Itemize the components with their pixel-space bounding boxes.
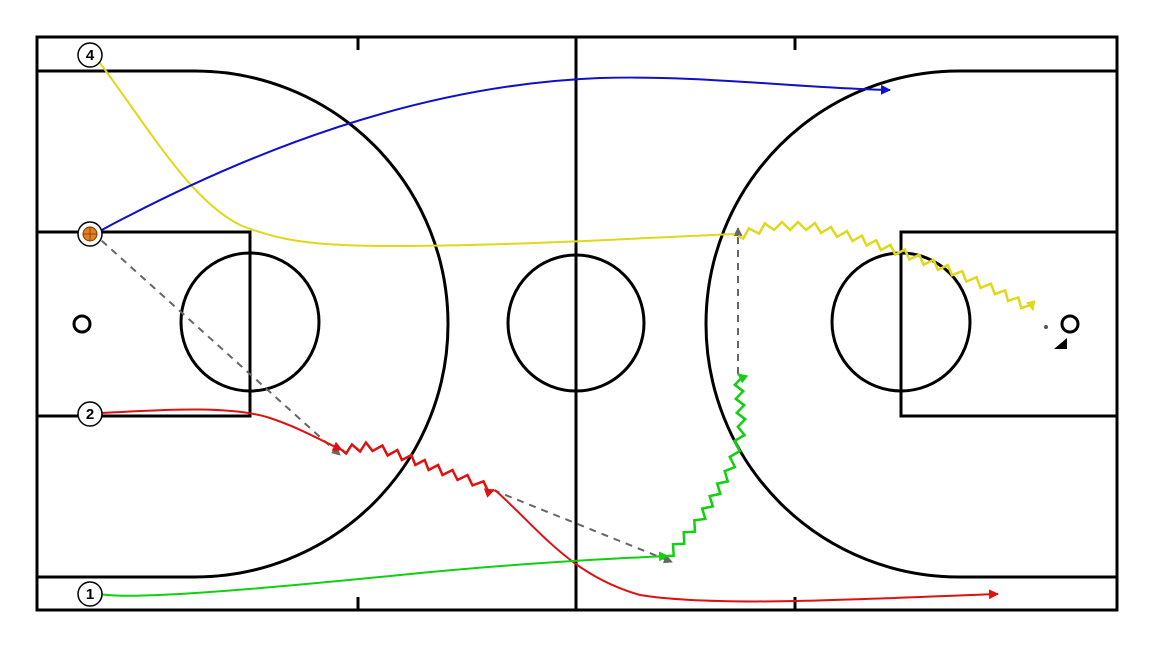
player4-dribble-path (737, 220, 1036, 311)
pass-lines (91, 227, 743, 564)
right-three-point-line (704, 69, 1117, 579)
player-2: 2 (77, 401, 103, 427)
left-free-throw-circle (179, 251, 321, 393)
hoop-icon (1044, 314, 1080, 349)
player1-cut-path (99, 551, 669, 597)
left-key (35, 230, 252, 418)
player1-dribble-path (667, 373, 749, 558)
player2-dribble-path (341, 440, 495, 498)
right-key (899, 230, 1119, 418)
ball-long-pass-path (97, 76, 891, 233)
player-ball-handler (77, 221, 103, 247)
court-lines (35, 35, 1119, 612)
left-hoop (72, 314, 92, 334)
player4-cut-path (99, 62, 736, 247)
pass-2 (492, 489, 673, 564)
player-2-label: 2 (86, 406, 94, 423)
left-three-point-line (37, 69, 450, 579)
basketball-icon (82, 226, 98, 242)
player2-cut-path-2 (494, 489, 999, 603)
player-1-label: 1 (86, 586, 94, 603)
center-circle (506, 253, 646, 393)
player-4: 4 (77, 42, 103, 68)
player-1: 1 (77, 581, 103, 607)
player2-cut-path (99, 408, 343, 451)
player-4-label: 4 (86, 47, 95, 64)
pass-1 (91, 231, 341, 456)
